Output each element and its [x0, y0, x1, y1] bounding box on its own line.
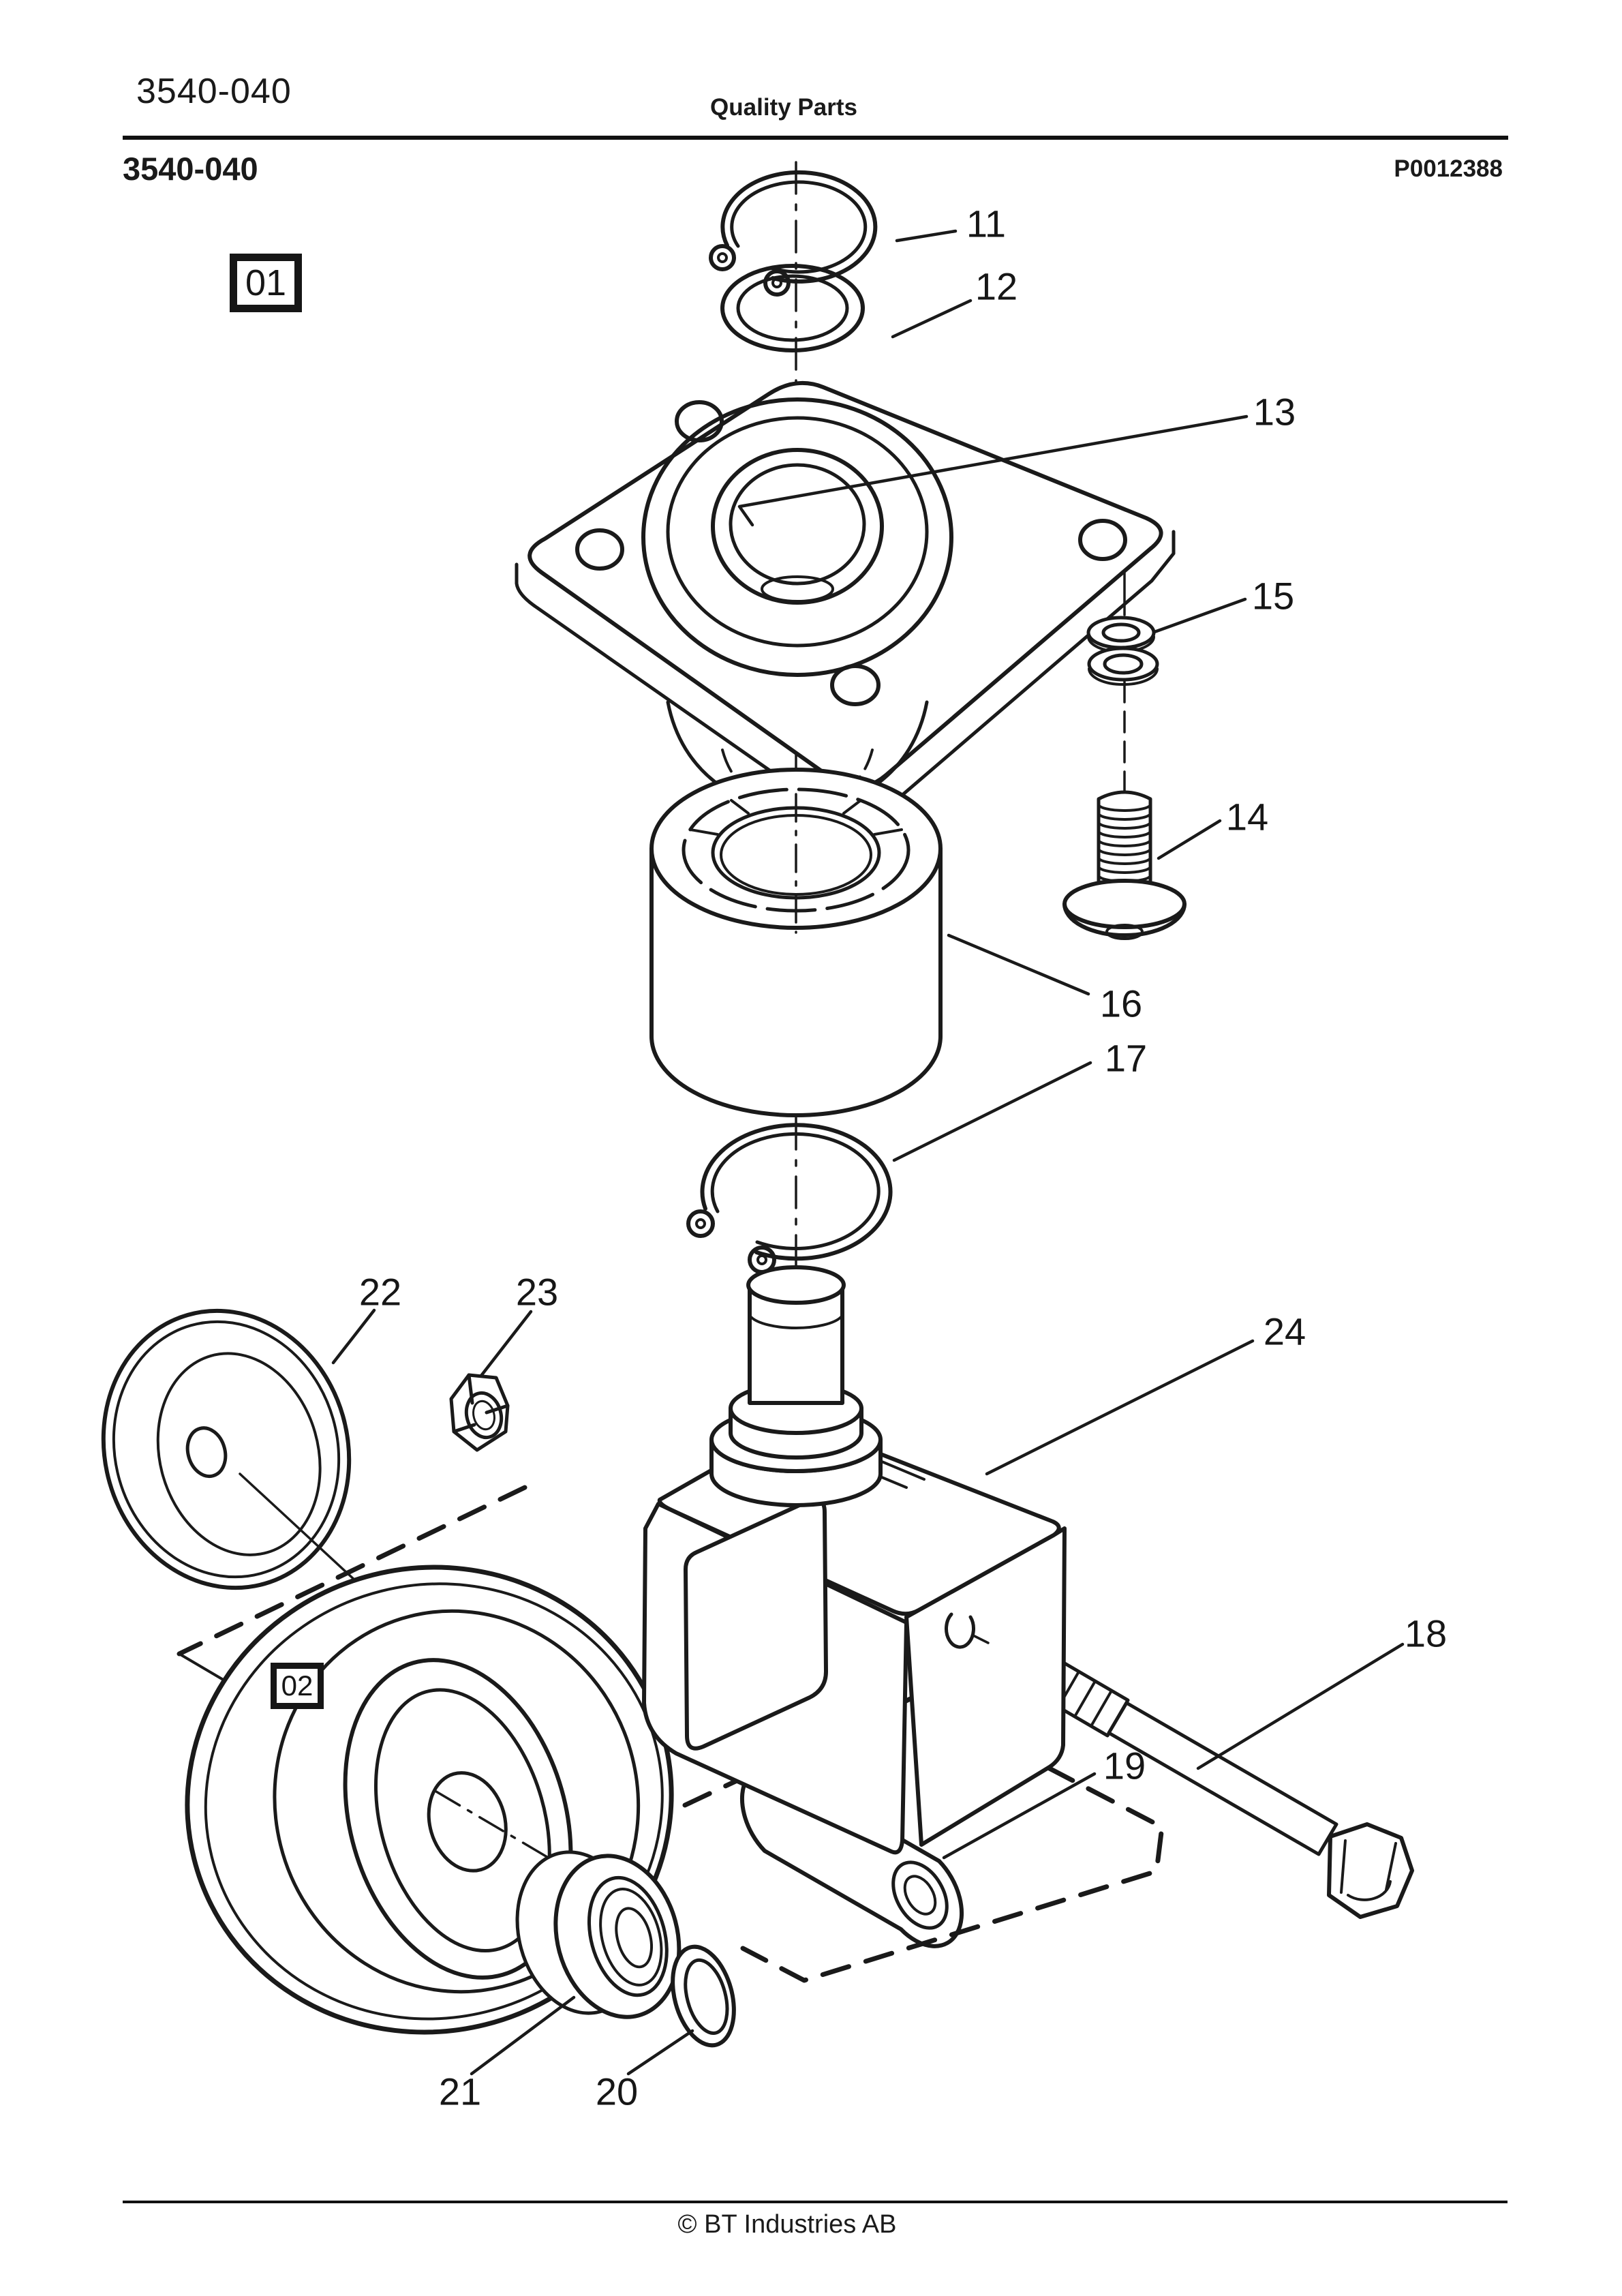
- callout-leader-12: [891, 299, 973, 339]
- part-bearing-16: [649, 768, 943, 1117]
- header-rule: [123, 136, 1508, 140]
- callout-label-21: 21: [438, 2070, 482, 2113]
- section-code: 3540-040: [123, 151, 258, 187]
- part-seal-ring-12: [720, 264, 865, 352]
- callout-label-14: 14: [1225, 795, 1269, 839]
- callout-leader-22: [331, 1308, 376, 1365]
- callout-label-11: 11: [966, 202, 1007, 245]
- callout-label-12: 12: [975, 265, 1018, 308]
- part-nut-23: [449, 1373, 510, 1452]
- callout-leader-23: [479, 1310, 533, 1378]
- callout-label-22: 22: [358, 1270, 402, 1314]
- plate-code: P0012388: [1394, 155, 1503, 182]
- callout-leader-17: [892, 1061, 1092, 1162]
- part-wheel-bearing-21: [515, 1850, 682, 2019]
- callout-leader-11: [895, 229, 958, 243]
- part-fork-bracket-24: [642, 1265, 1067, 1855]
- footer-rule: [123, 2201, 1508, 2203]
- callout-label-20: 20: [595, 2070, 639, 2113]
- callout-leader-19: [942, 1772, 1097, 1860]
- section-box-02-label: 02: [281, 1670, 313, 1702]
- callout-leader-13: [737, 414, 1249, 527]
- part-washers-15: [1086, 616, 1159, 686]
- callout-label-24: 24: [1263, 1310, 1306, 1353]
- callout-label-19: 19: [1103, 1744, 1146, 1787]
- part-hub-disc-22: [101, 1308, 352, 1590]
- section-box-01-label: 01: [245, 262, 287, 303]
- part-mounting-plate-13: [515, 380, 1176, 824]
- callout-leader-21: [470, 1995, 576, 2076]
- part-seal-ring-20: [671, 1944, 736, 2048]
- callout-label-17: 17: [1104, 1036, 1148, 1080]
- callout-leader-16: [947, 933, 1090, 996]
- callout-label-23: 23: [515, 1270, 559, 1314]
- section-box-01: 01: [230, 254, 302, 312]
- callout-label-15: 15: [1251, 574, 1295, 618]
- callout-leader-lines: [331, 229, 1405, 2076]
- callout-leader-20: [626, 2029, 694, 2076]
- callout-label-16: 16: [1099, 982, 1143, 1025]
- header-doc-code: 3540-040: [136, 72, 292, 111]
- tube-boundary-dashed: [682, 1695, 1165, 1983]
- callout-leader-15: [1152, 597, 1247, 634]
- header-title: Quality Parts: [710, 94, 857, 121]
- callout-label-18: 18: [1404, 1612, 1448, 1655]
- part-retaining-ring-17: [686, 1123, 893, 1274]
- callout-leader-24: [985, 1339, 1255, 1476]
- callout-label-13: 13: [1253, 390, 1296, 434]
- callout-leader-18: [1196, 1642, 1405, 1770]
- section-box-02: 02: [271, 1663, 324, 1709]
- part-screw-14: [1062, 790, 1187, 940]
- callout-leader-14: [1157, 819, 1222, 860]
- footer-copyright: © BT Industries AB: [677, 2210, 897, 2239]
